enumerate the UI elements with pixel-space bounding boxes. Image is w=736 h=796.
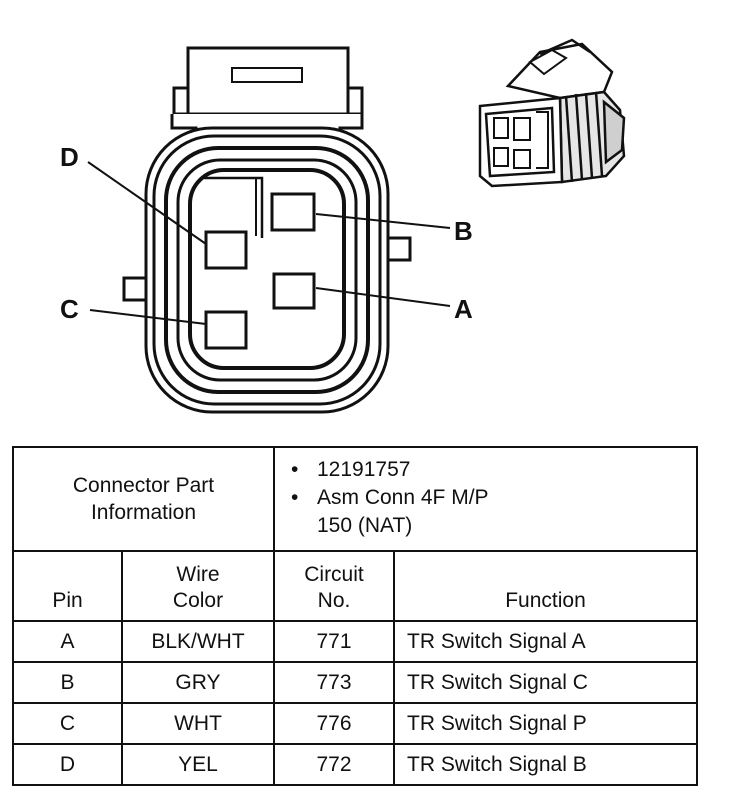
circuit-cell: 776 xyxy=(273,702,395,745)
callout-label-c: C xyxy=(60,294,79,324)
circuit-cell: 772 xyxy=(273,743,395,786)
callout-leader-lines xyxy=(87,161,451,325)
function-cell: TR Switch Signal A xyxy=(393,620,698,663)
function-cell: TR Switch Signal B xyxy=(393,743,698,786)
table-row: C WHT 776 TR Switch Signal P xyxy=(12,702,698,745)
connector-part-info-text: Connector Part Information xyxy=(72,474,215,524)
column-header-row: Pin Wire Color Circuit No. Function xyxy=(12,550,698,622)
circuit-cell: 771 xyxy=(273,620,395,663)
pin-cell: A xyxy=(12,620,123,663)
circuit-cell: 773 xyxy=(273,661,395,704)
pin-cell: D xyxy=(12,743,123,786)
part-series: 150 (NAT) xyxy=(317,514,413,537)
wire-color-cell: BLK/WHT xyxy=(121,620,275,663)
table-row: B GRY 773 TR Switch Signal C xyxy=(12,661,698,704)
wire-color-cell: YEL xyxy=(121,743,275,786)
col-header-wire-color: Wire Color xyxy=(121,550,275,622)
table-row: A BLK/WHT 771 TR Switch Signal A xyxy=(12,620,698,663)
wire-color-cell: GRY xyxy=(121,661,275,704)
part-info-list: 12191757 Asm Conn 4F M/P 150 (NAT) xyxy=(273,446,698,552)
pin-cell: B xyxy=(12,661,123,704)
callout-label-a: A xyxy=(454,294,473,324)
pin-cell: C xyxy=(12,702,123,745)
function-cell: TR Switch Signal C xyxy=(393,661,698,704)
col-header-circuit-no: Circuit No. xyxy=(273,550,395,622)
col-header-pin: Pin xyxy=(12,550,123,622)
part-number: 12191757 xyxy=(291,456,686,484)
part-description: Asm Conn 4F M/P xyxy=(291,484,686,512)
callout-label-b: B xyxy=(454,216,473,246)
col-header-wire-color-text: Wire Color xyxy=(172,563,224,612)
function-cell: TR Switch Signal P xyxy=(393,702,698,745)
connector-3d-illustration xyxy=(478,38,626,188)
connector-part-info-label: Connector Part Information xyxy=(12,446,275,552)
connector-diagram: D B A C xyxy=(60,38,626,414)
connector-face-drawing xyxy=(122,46,412,414)
callout-label-d: D xyxy=(60,142,79,172)
connector-info-table: Connector Part Information 12191757 Asm … xyxy=(12,446,698,786)
col-header-circuit-no-text: Circuit No. xyxy=(304,563,364,612)
col-header-function: Function xyxy=(393,550,698,622)
table-row: D YEL 772 TR Switch Signal B xyxy=(12,743,698,786)
part-info-row: Connector Part Information 12191757 Asm … xyxy=(12,446,698,552)
wire-color-cell: WHT xyxy=(121,702,275,745)
